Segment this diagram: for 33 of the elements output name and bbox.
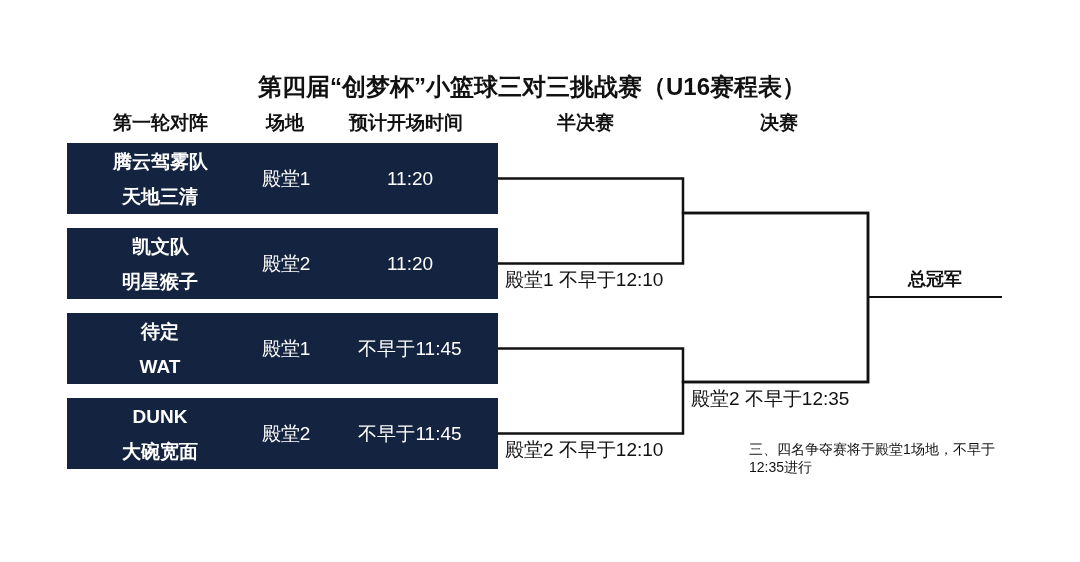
start-time: 11:20 [386, 167, 434, 191]
match-info: 殿堂1 不早于12:10 [505, 268, 664, 292]
team-name: 天地三清 [122, 185, 198, 209]
start-time: 不早于11:45 [358, 337, 462, 361]
team-name: 明星猴子 [122, 270, 198, 294]
match-box [67, 398, 498, 469]
column-heading: 决赛 [760, 111, 798, 135]
venue-text: 殿堂1 [261, 337, 311, 361]
venue-text: 殿堂2 [261, 422, 311, 446]
team-name: 腾云驾雾队 [112, 150, 208, 174]
column-heading: 预计开场时间 [349, 111, 463, 135]
match-box [67, 228, 498, 299]
start-time: 不早于11:45 [358, 422, 462, 446]
venue-text: 殿堂1 [261, 167, 311, 191]
team-name: DUNK [132, 405, 188, 429]
match-box [67, 313, 498, 384]
start-time: 11:20 [386, 252, 434, 276]
bracket-line [498, 211, 870, 297]
note-text: 三、四名争夺赛将于殿堂1场地，不早于12:35进行 [749, 440, 995, 476]
column-heading: 第一轮对阵 [112, 111, 208, 135]
match-info: 殿堂2 不早于12:10 [505, 438, 664, 462]
match-box [67, 143, 498, 214]
column-heading: 半决赛 [556, 111, 614, 135]
match-info: 殿堂2 不早于12:35 [691, 387, 850, 411]
team-name: 大碗宽面 [122, 440, 198, 464]
team-name: 凯文队 [131, 235, 189, 259]
column-heading: 场地 [266, 111, 304, 135]
champion-label: 总冠军 [908, 267, 962, 291]
team-name: WAT [139, 355, 181, 379]
team-name: 待定 [141, 320, 179, 344]
bracket-line [498, 297, 870, 435]
venue-text: 殿堂2 [261, 252, 311, 276]
title: 第四届“创梦杯”小篮球三对三挑战赛（U16赛程表） [258, 72, 806, 102]
